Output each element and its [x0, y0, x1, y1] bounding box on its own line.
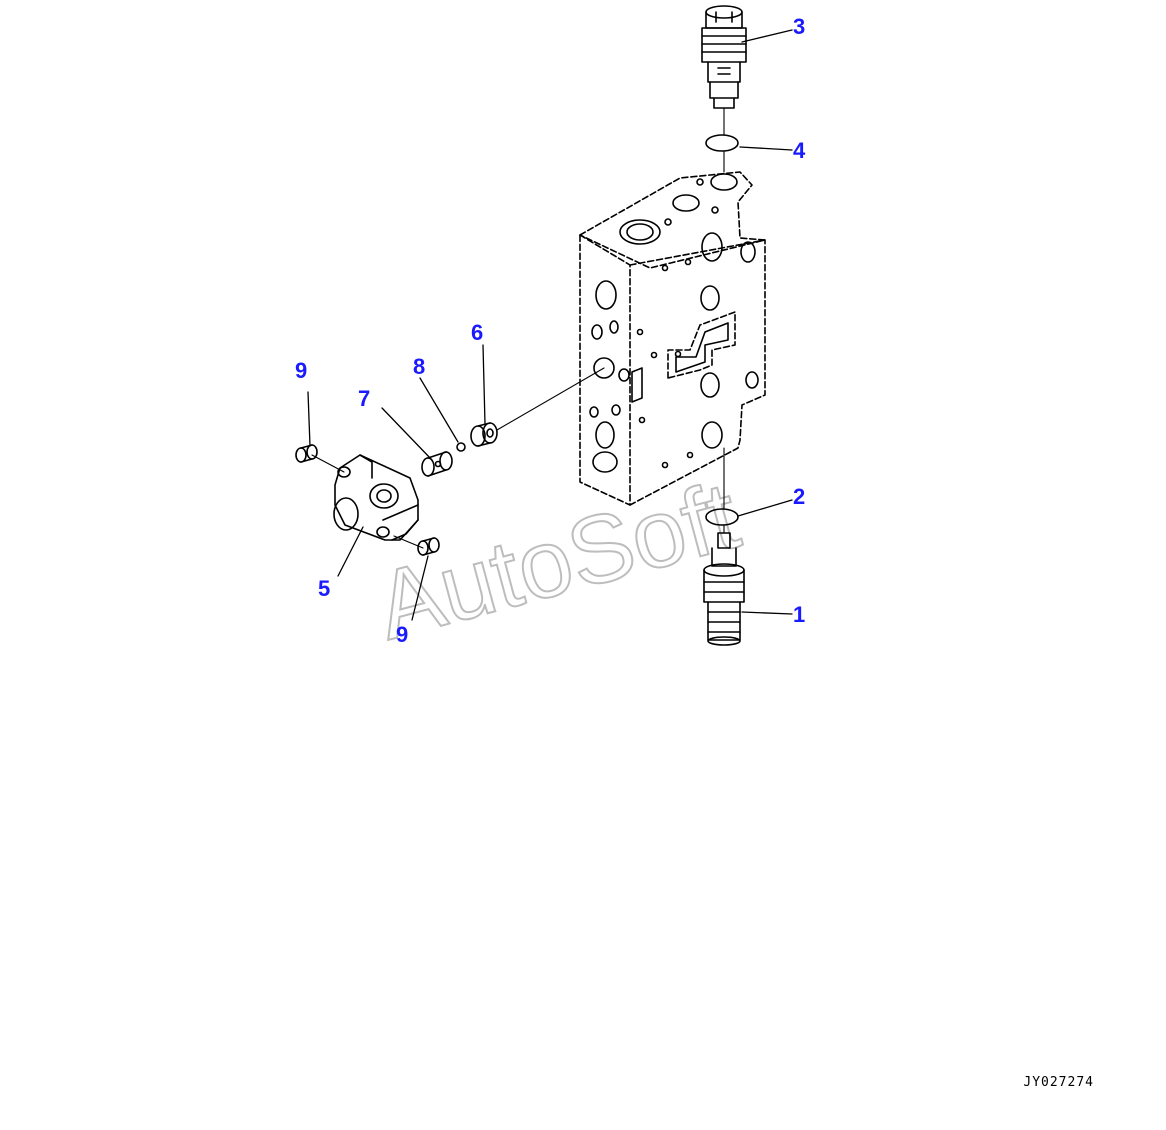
drawing-id: JY027274 [1023, 1075, 1094, 1090]
leader-lines [307, 29, 793, 621]
callout-3: 3 [793, 14, 806, 39]
callout-7: 7 [358, 386, 371, 411]
callout-9-lower: 9 [396, 622, 409, 647]
watermark-text: AutoSoft [366, 462, 749, 661]
part-9-plug-lower [417, 537, 440, 556]
callout-6: 6 [471, 320, 484, 345]
callout-9-upper: 9 [295, 358, 308, 383]
callout-8: 8 [413, 354, 426, 379]
part-3-relief-valve [701, 5, 747, 109]
part-9-plug-upper [295, 444, 318, 463]
part-1-relief-valve [703, 532, 745, 646]
callout-5: 5 [318, 576, 331, 601]
part-8-ball [456, 442, 466, 452]
part-6-plug [470, 422, 498, 447]
part-4-o-ring [705, 134, 739, 152]
valve-body [579, 171, 766, 506]
callout-2: 2 [793, 484, 806, 509]
callout-4: 4 [793, 138, 806, 163]
part-2-o-ring [705, 508, 739, 526]
part-5-cover [333, 454, 419, 541]
part-7-spool [421, 451, 453, 477]
callout-1: 1 [793, 602, 806, 627]
assembly-lines [311, 107, 725, 549]
